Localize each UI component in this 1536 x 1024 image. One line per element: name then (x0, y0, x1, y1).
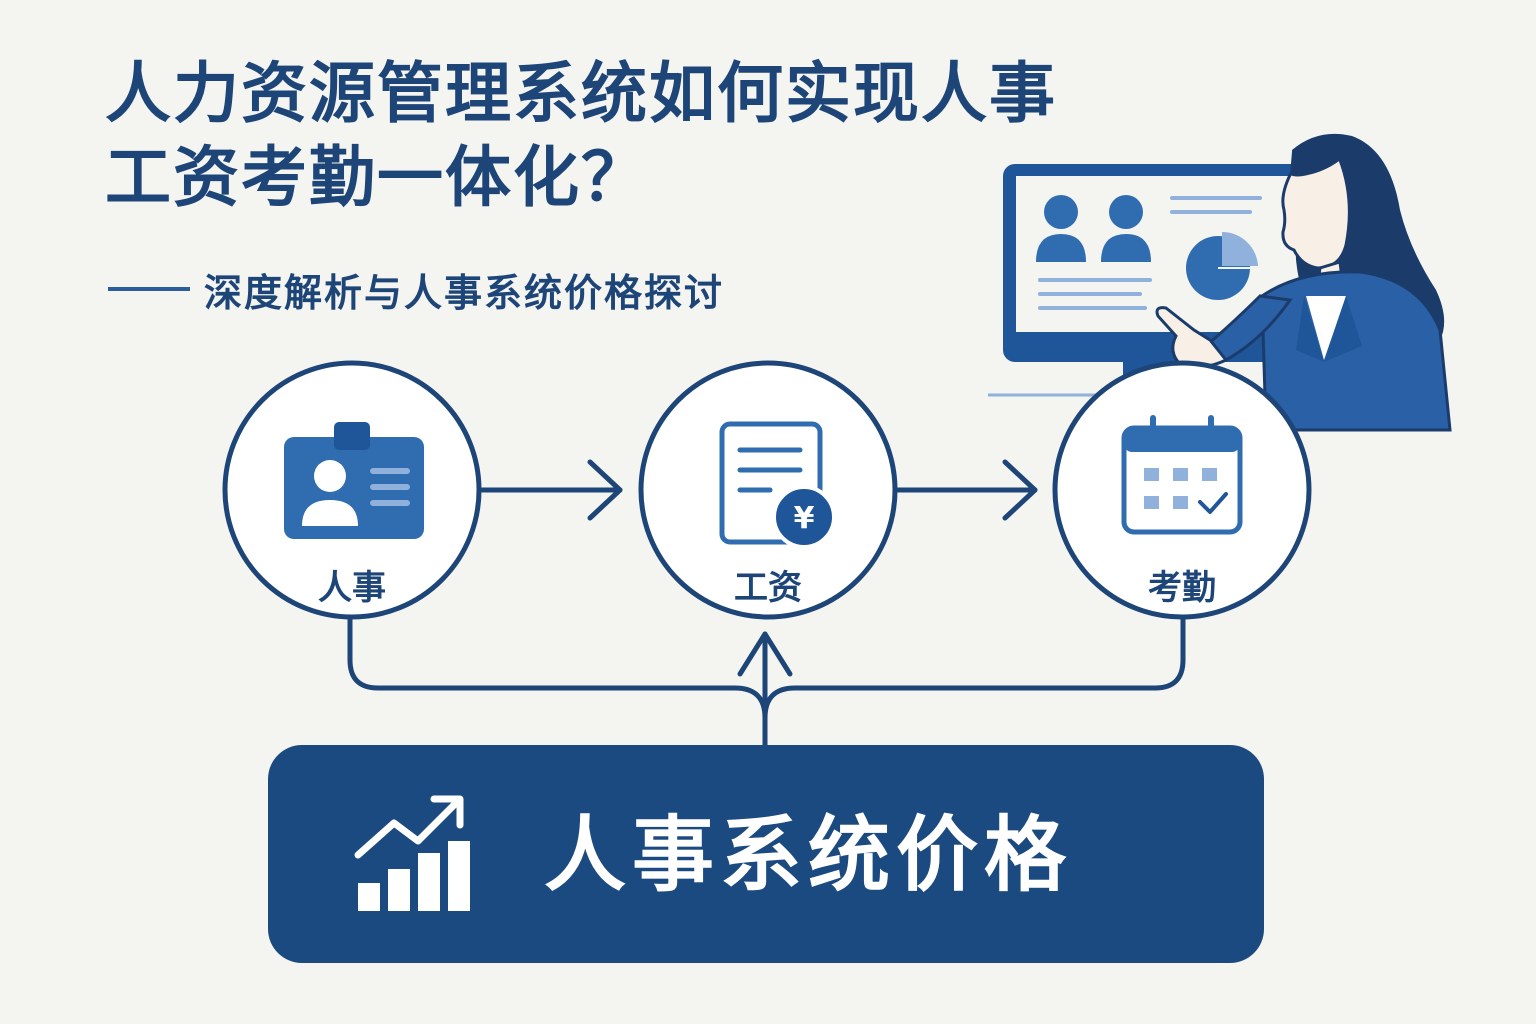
subtitle-dash (108, 287, 190, 291)
price-banner: 人事系统价格 (268, 745, 1264, 963)
calendar-check-icon (1121, 415, 1243, 535)
presenter-illustration (988, 133, 1452, 432)
screen-text-lines (1038, 196, 1262, 310)
salary-node-label: 工资 (734, 568, 802, 608)
hr-node-label: 人事 (318, 568, 386, 608)
page-title: 人力资源管理系统如何实现人事 工资考勤一体化？ (105, 52, 1057, 220)
subtitle: 深度解析与人事系统价格探讨 (204, 270, 725, 315)
price-label: 人事系统价格 (544, 808, 1073, 903)
connectors (347, 459, 1186, 748)
svg-text:¥: ¥ (794, 501, 815, 536)
users-icon (1036, 195, 1151, 262)
title-line-1: 人力资源管理系统如何实现人事 (105, 55, 1057, 132)
attendance-node-label: 考勤 (1148, 568, 1216, 608)
bar-chart-trend-icon (354, 795, 470, 911)
document-yen-icon: ¥ (719, 421, 836, 549)
pie-chart-icon (1186, 231, 1258, 300)
subtitle-row: 深度解析与人事系统价格探讨 (108, 262, 724, 316)
woman-figure (1155, 133, 1452, 432)
title-line-2: 工资考勤一体化？ (105, 139, 649, 216)
id-card-icon (284, 422, 424, 539)
